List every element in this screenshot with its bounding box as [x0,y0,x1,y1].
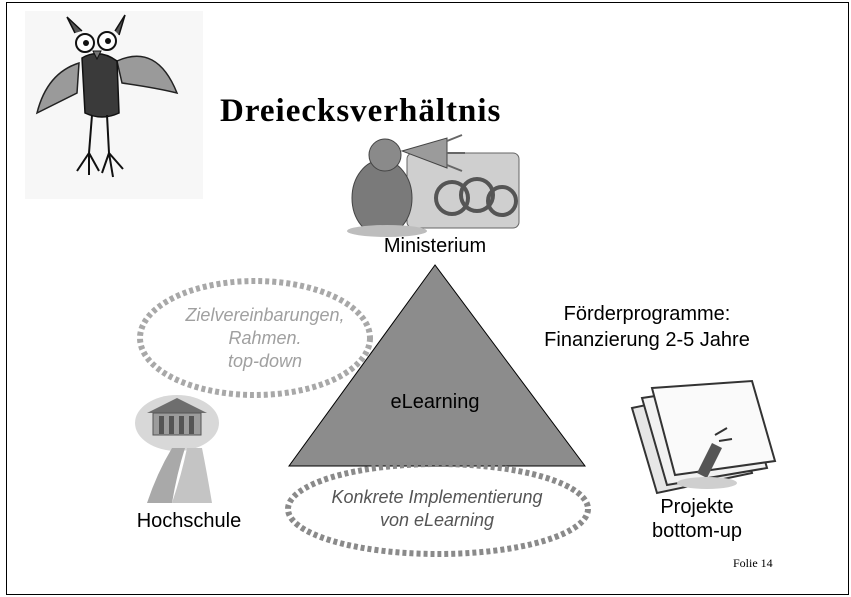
owl-illustration [25,11,203,199]
foerderprogramme-text: Förderprogramme: Finanzierung 2-5 Jahre [507,301,787,353]
foerderprogramme-line-2: Finanzierung 2-5 Jahre [544,329,750,351]
implementation-ellipse [285,461,591,557]
elearning-label: eLearning [390,391,480,413]
implementation-line-2: von eLearning [379,510,495,530]
slide-graphics [25,11,777,557]
implementation-line-1: Konkrete Implementierung [331,487,543,507]
hochschule-label: Hochschule [136,510,242,532]
foerderprogramme-line-1: Förderprogramme: [563,303,731,325]
ministry-illustration [347,134,520,237]
slide-title: Dreiecksverhältnis [220,93,502,129]
top-down-ellipse [137,278,373,398]
projekte-label: Projekte bottom-up [637,495,757,543]
ministerium-label: Ministerium [383,235,487,257]
projekte-line-2: bottom-up [651,520,743,542]
implementation-text: Konkrete Implementierung von eLearning [307,486,567,532]
slide-number: Folie 14 [733,556,773,570]
projects-illustration [630,379,777,495]
projekte-line-1: Projekte [660,496,734,518]
slide: Dreiecksverhältnis Ministerium Förderpro… [6,2,849,595]
university-illustration [135,395,219,503]
top-down-line-1: Zielvereinbarungen, [185,305,345,325]
top-down-text: Zielvereinbarungen, Rahmen. top-down [175,304,355,373]
top-down-line-2: Rahmen. [228,328,302,348]
top-down-line-3: top-down [227,351,303,371]
